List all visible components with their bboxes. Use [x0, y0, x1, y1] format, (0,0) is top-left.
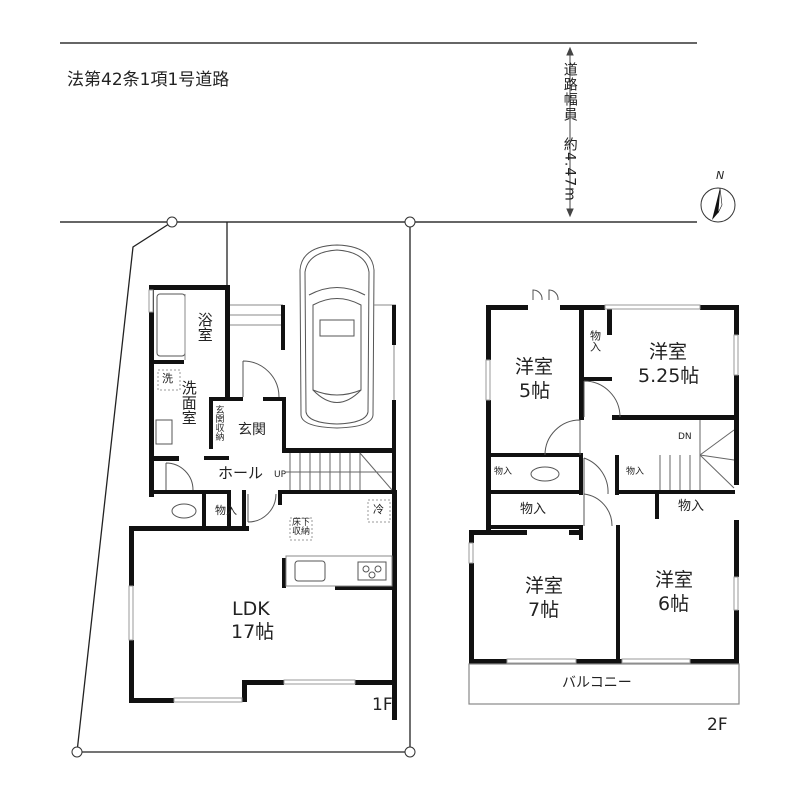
floor2-walls — [469, 305, 739, 664]
room-bath: 浴室 — [195, 312, 214, 342]
stove-icon — [357, 561, 387, 581]
compass-icon — [700, 187, 736, 223]
room-storage-2f-b: 物入 — [494, 467, 513, 477]
room-western-d-size: 6帖 — [658, 593, 690, 615]
stairs-2f — [659, 420, 735, 490]
floor-label-2f: 2F — [707, 715, 728, 735]
washer-label: 洗 — [162, 372, 173, 385]
compass-north-label: N — [716, 169, 725, 182]
boundary-marker — [71, 746, 83, 758]
room-hall: ホール — [218, 464, 264, 482]
boundary-marker — [404, 746, 416, 758]
room-entrance-storage: 玄関収納 — [213, 405, 224, 441]
road-width-label: 道路幅員 約4.47m — [561, 62, 578, 202]
balcony-label: バルコニー — [562, 675, 632, 691]
room-western-d: 洋室 — [655, 569, 694, 591]
floor1-walls — [129, 285, 397, 720]
toilet-icon — [530, 466, 560, 482]
road-width-arrow-icon — [566, 46, 574, 218]
balcony-outline — [468, 663, 740, 705]
fridge-label: 冷 — [373, 503, 384, 516]
floor-label-1f: 1F — [372, 695, 393, 715]
room-western-a-size: 5帖 — [519, 380, 551, 402]
room-ldk-size: 17帖 — [231, 621, 275, 643]
room-entrance: 玄関 — [238, 422, 266, 438]
boundary-marker — [166, 216, 178, 228]
underfloor-storage-space — [289, 517, 313, 541]
stairs-up-label: UP — [274, 470, 287, 480]
toilet-icon — [171, 503, 197, 519]
room-western-a: 洋室 — [515, 356, 554, 378]
room-storage-2f-d: 物入 — [520, 502, 547, 517]
stairs-down-label: DN — [678, 432, 692, 442]
boundary-marker — [404, 216, 416, 228]
room-storage-2f-e: 物入 — [678, 499, 705, 514]
underfloor-storage-label: 床下収納 — [291, 518, 310, 538]
road-label: 法第42条1項1号道路 — [67, 70, 230, 90]
room-western-b-size: 5.25帖 — [638, 365, 700, 387]
car-icon — [299, 244, 375, 429]
room-storage-2f-a: 物入 — [588, 330, 602, 352]
room-ldk: LDK — [232, 598, 270, 620]
room-washroom: 洗面室 — [179, 380, 198, 425]
room-western-c: 洋室 — [525, 575, 564, 597]
wash-basin-icon — [155, 419, 173, 445]
room-storage-1f: 物入 — [215, 504, 237, 517]
fridge-space — [367, 499, 391, 523]
room-storage-2f-c: 物入 — [626, 467, 645, 477]
room-western-b: 洋室 — [649, 341, 688, 363]
washer-space — [157, 369, 181, 391]
room-western-c-size: 7帖 — [528, 599, 560, 621]
stairs-1f — [286, 452, 393, 491]
kitchen-sink-icon — [294, 560, 326, 582]
